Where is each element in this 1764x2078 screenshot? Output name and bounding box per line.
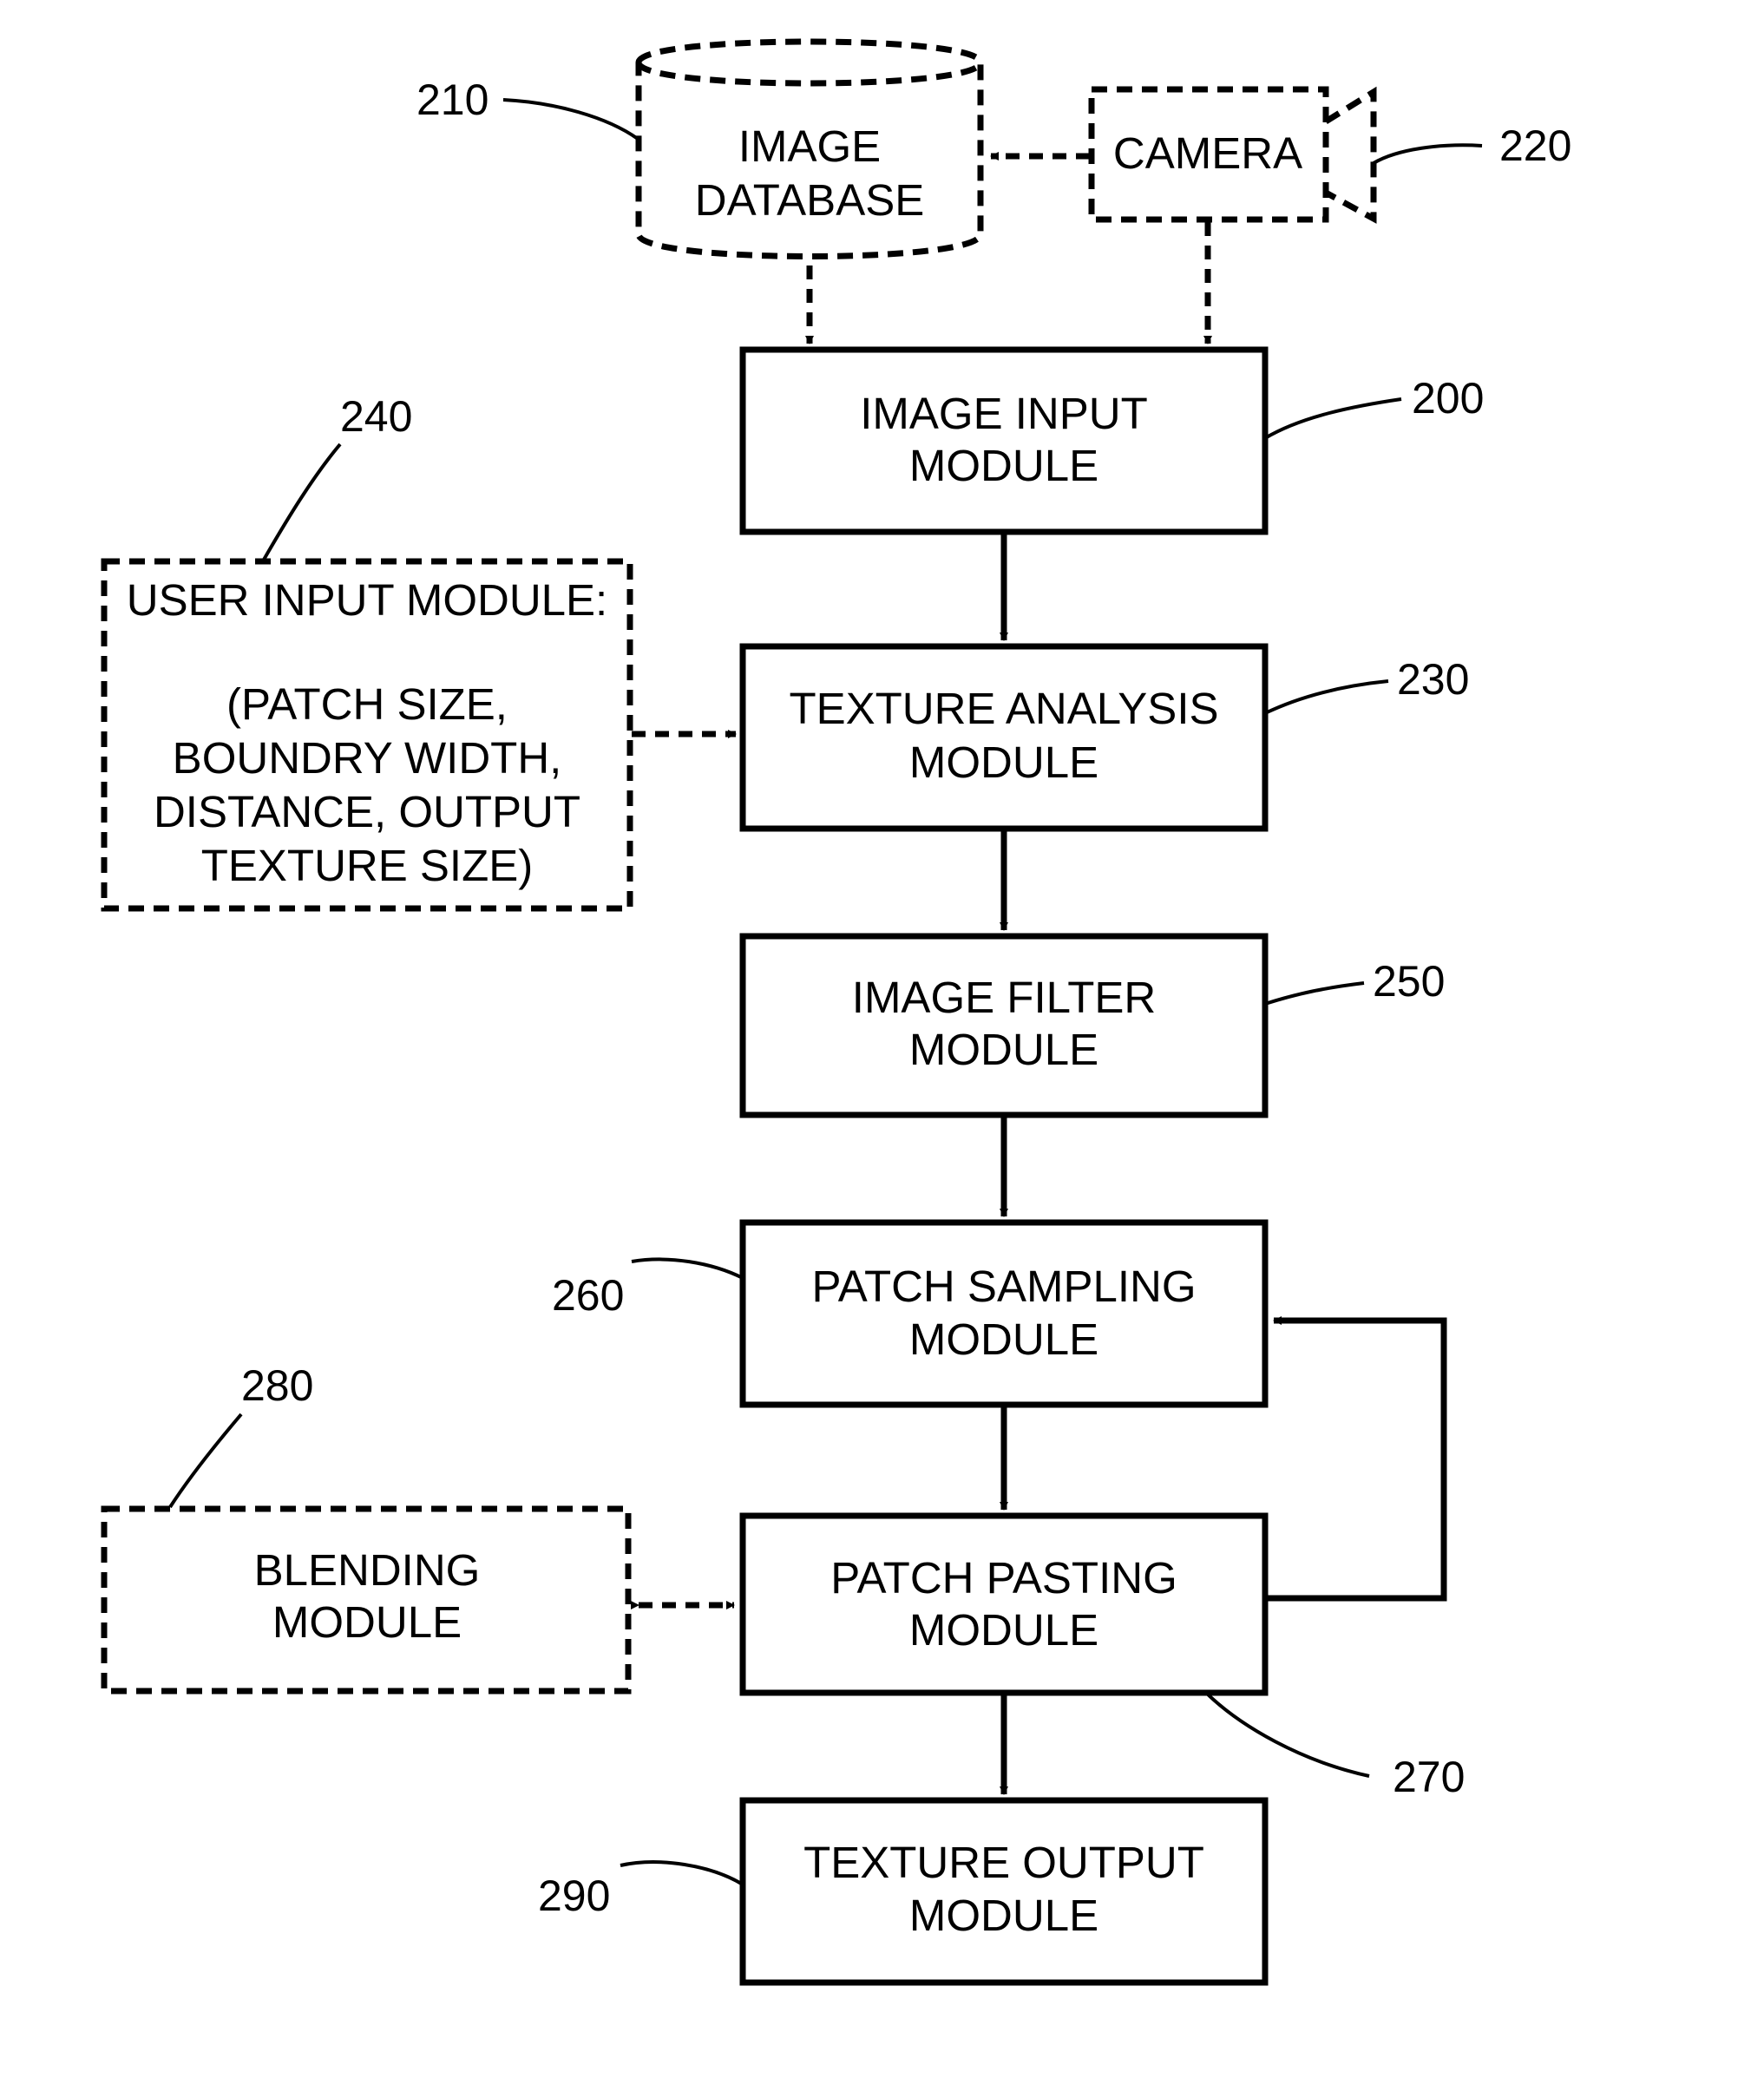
- blending-ref-leader: [170, 1414, 241, 1507]
- texture-output-module-node: TEXTURE OUTPUT MODULE: [743, 1800, 1265, 1983]
- blending-label-line1: BLENDING: [254, 1545, 481, 1595]
- texture-output-label-line1: TEXTURE OUTPUT: [803, 1838, 1204, 1887]
- blending-module-node: BLENDING MODULE: [104, 1509, 628, 1691]
- camera-node: CAMERA: [1092, 89, 1374, 220]
- user-input-label-line3: BOUNDRY WIDTH,: [173, 733, 562, 783]
- user-input-ref: 240: [340, 392, 412, 441]
- image-input-ref: 200: [1412, 374, 1484, 423]
- texture-analysis-label-line2: MODULE: [909, 737, 1098, 787]
- user-input-ref-leader: [264, 444, 340, 560]
- texture-output-label-line2: MODULE: [909, 1891, 1098, 1940]
- texture-analysis-module-node: TEXTURE ANALYSIS MODULE: [743, 646, 1265, 829]
- patch-pasting-module-node: PATCH PASTING MODULE: [743, 1516, 1265, 1693]
- image-filter-label-line1: IMAGE FILTER: [852, 973, 1156, 1022]
- patch-pasting-feedback-loop-arrow: [1268, 1321, 1444, 1598]
- image-input-label-line1: IMAGE INPUT: [860, 389, 1148, 438]
- image-database-node: IMAGE DATABASE: [639, 42, 980, 257]
- user-input-label-line2: (PATCH SIZE,: [226, 679, 508, 729]
- user-input-module-node: USER INPUT MODULE: (PATCH SIZE, BOUNDRY …: [104, 561, 630, 908]
- texture-output-ref-leader: [620, 1862, 743, 1885]
- patch-pasting-ref-leader: [1206, 1693, 1369, 1776]
- image-database-label-line2: DATABASE: [695, 175, 925, 225]
- blending-ref: 280: [241, 1361, 313, 1410]
- patch-pasting-module-box: [743, 1516, 1265, 1693]
- patch-pasting-label-line1: PATCH PASTING: [830, 1553, 1177, 1603]
- image-input-ref-leader: [1265, 399, 1401, 438]
- texture-analysis-ref-leader: [1265, 681, 1388, 713]
- image-input-label-line2: MODULE: [909, 441, 1098, 490]
- image-filter-ref-leader: [1265, 983, 1364, 1004]
- patch-sampling-module-box: [743, 1223, 1265, 1405]
- patch-sampling-ref: 260: [552, 1271, 624, 1320]
- user-input-label-line1: USER INPUT MODULE:: [127, 575, 607, 625]
- texture-analysis-label-line1: TEXTURE ANALYSIS: [789, 684, 1218, 733]
- image-database-ref: 210: [416, 75, 489, 124]
- patch-pasting-ref: 270: [1393, 1753, 1465, 1801]
- texture-output-ref: 290: [538, 1872, 610, 1920]
- patch-sampling-label-line1: PATCH SAMPLING: [811, 1262, 1196, 1311]
- image-filter-label-line2: MODULE: [909, 1025, 1098, 1074]
- patch-sampling-label-line2: MODULE: [909, 1314, 1098, 1364]
- blending-label-line2: MODULE: [272, 1597, 462, 1647]
- image-filter-module-node: IMAGE FILTER MODULE: [743, 936, 1265, 1115]
- camera-ref: 220: [1499, 121, 1571, 170]
- camera-ref-leader: [1374, 145, 1482, 163]
- image-database-label-line1: IMAGE: [738, 121, 881, 171]
- user-input-label-line4: DISTANCE, OUTPUT: [154, 787, 580, 836]
- image-input-module-node: IMAGE INPUT MODULE: [743, 350, 1265, 532]
- texture-analysis-ref: 230: [1397, 655, 1469, 704]
- image-database-ref-leader: [503, 100, 638, 139]
- patch-pasting-label-line2: MODULE: [909, 1605, 1098, 1655]
- image-filter-ref: 250: [1373, 957, 1445, 1006]
- patch-sampling-module-node: PATCH SAMPLING MODULE: [743, 1223, 1265, 1405]
- camera-label: CAMERA: [1113, 128, 1302, 178]
- user-input-label-line5: TEXTURE SIZE): [201, 841, 534, 890]
- patch-sampling-ref-leader: [632, 1259, 743, 1278]
- camera-lens-icon: [1326, 92, 1374, 219]
